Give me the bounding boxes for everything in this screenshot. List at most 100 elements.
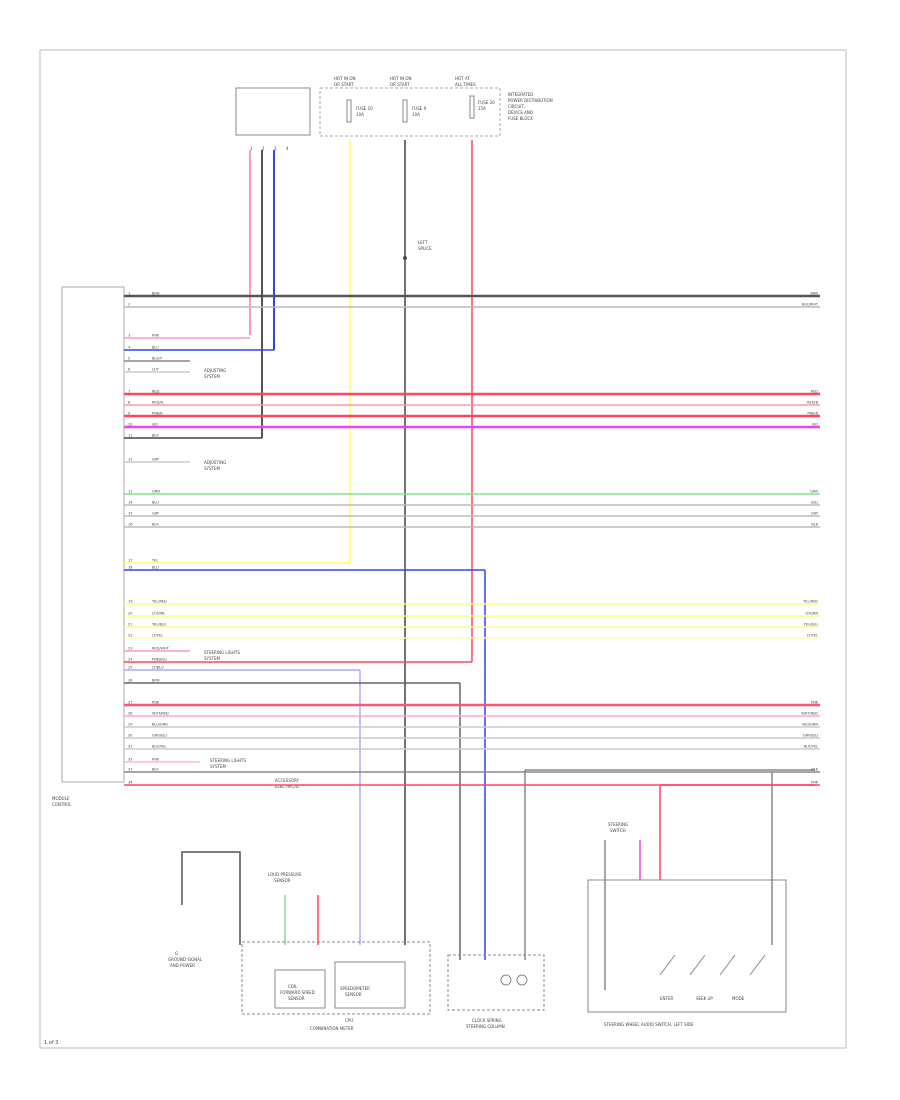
- wire-pin-r20: 20: [128, 612, 132, 616]
- steering-connector-label-1: STEERING: [608, 822, 628, 827]
- wire-right-label-r15: GRY: [811, 512, 819, 516]
- meter-sensor-box-2: [334, 961, 406, 1009]
- fuse-right-label-2: 15A: [478, 106, 486, 111]
- wire-left-label-r20: LT/GRN: [152, 612, 165, 616]
- ref-block-4-line-2: SYSTEM: [210, 764, 226, 769]
- fuse-right-header-1: HOT AT: [455, 76, 470, 81]
- ref-block-3-line-1: STEERING LIGHTS: [204, 650, 240, 655]
- ref-block-1-line-2: SYSTEM: [204, 374, 220, 379]
- wire-left-label-r03: PNK: [152, 334, 160, 338]
- ref-block-3-line-2: SYSTEM: [204, 656, 220, 661]
- wire-pin-r06: 6: [128, 368, 130, 372]
- fuse-mid-label-2: 10A: [412, 112, 420, 117]
- wire-right-label-r19: YEL/RED: [803, 600, 818, 604]
- wire-pin-r04: 4: [128, 346, 131, 350]
- splice-label-2: SPLICE: [418, 246, 432, 251]
- wire-left-label-r11: BLK: [152, 434, 159, 438]
- wire-pin-r32: 32: [128, 758, 132, 762]
- fuse-block-box: [319, 87, 501, 137]
- wire-pin-r14: 14: [128, 501, 133, 505]
- wire-pin-r15: 15: [128, 512, 132, 516]
- wire-left-label-r17: YEL: [152, 559, 158, 563]
- wire-pin-r23: 23: [128, 647, 132, 651]
- steering-switch-contact-4: [749, 954, 766, 976]
- steering-switch-label: STEERING WHEEL AUDIO SWITCH, LEFT SIDE: [604, 1022, 694, 1027]
- wire-left-label-r27: PNK: [152, 701, 160, 705]
- fuse-left-label-1: FUSE 10: [356, 106, 373, 111]
- wire-pin-r03: 3: [128, 334, 130, 338]
- meter-box1-label-1: COIL: [288, 984, 298, 989]
- ground-left-label-3: AND POWER: [170, 963, 195, 968]
- fuse-note-1: INTEGRATED: [508, 92, 533, 97]
- wire-left-label-r31: BLK/YEL: [152, 745, 166, 749]
- wire-pin-r07: 7: [128, 390, 130, 394]
- steering-switch-contact-3: [719, 954, 736, 976]
- fuse-left-label-2: 10A: [356, 112, 364, 117]
- fuse-note-4: DEVICE AND: [508, 110, 533, 115]
- control-module-label-1: MODULE: [52, 796, 70, 801]
- ref-block-5-line-2: ELECTRICAL: [275, 784, 300, 789]
- wire-right-label-r28: WHT/RED: [801, 712, 818, 716]
- wire-right-label-r34: PNK: [811, 781, 819, 785]
- wire-left-label-r06: LT/Y: [152, 368, 160, 372]
- page-label: 1 of 3: [44, 1040, 58, 1046]
- wire-right-label-r09: PNK/R: [807, 412, 818, 416]
- wire-left-label-r19: YEL/RED: [152, 600, 167, 604]
- wire-right-label-r10: VIO: [812, 423, 818, 427]
- fuse-mid-label-1: FUSE 9: [412, 106, 427, 111]
- clock-spring-coil-1: [500, 974, 512, 986]
- fuse-note-5: FUSE BLOCK: [508, 116, 533, 121]
- clock-spring-label-1: CLOCK SPRING: [472, 1018, 502, 1023]
- wire-left-label-r26: BRN: [152, 679, 160, 683]
- fuse-right-icon: [469, 95, 475, 119]
- wire-left-label-r12: GRY: [152, 458, 160, 462]
- clock-spring-label-2: STEERING COLUMN: [466, 1024, 505, 1029]
- wire-pin-r29: 29: [128, 723, 132, 727]
- clock-spring-box: [447, 954, 545, 1011]
- steering-connector-label-2: SWITCH: [610, 828, 626, 833]
- wire-left-label-r30: GRY/BLU: [152, 734, 167, 738]
- wire-left-label-r10: VIO: [152, 423, 158, 427]
- wire-right-label-r02: BLK/WHT: [802, 303, 819, 307]
- meter-box1-label-3: SENSOR: [288, 996, 305, 1001]
- steering-switch-label-2: SEEK UP: [696, 996, 713, 1001]
- ref-block-4-line-1: STEERING LIGHTS: [210, 758, 246, 763]
- fuse-note-3: CIRCUIT,: [508, 104, 525, 109]
- diagram-frame: [39, 49, 847, 1049]
- wire-right-label-r16: BLK: [811, 523, 818, 527]
- wire-left-label-r09: PNK/R: [152, 412, 163, 416]
- ref-block-1-line-1: ADJUSTING: [204, 368, 226, 373]
- wire-pin-r33: 33: [128, 768, 132, 772]
- wire-left-label-r16: BLK: [152, 523, 159, 527]
- audio-unit-pin-2: 2: [262, 146, 265, 151]
- wire-pin-r01: 1: [128, 292, 130, 296]
- wire-pin-r22: 22: [128, 634, 132, 638]
- meter-box2-label-2: SENSOR: [345, 992, 362, 997]
- fuse-right-label-1: FUSE 20: [478, 100, 495, 105]
- wire-left-label-r15: GRY: [152, 512, 160, 516]
- wire-pin-r09: 9: [128, 412, 130, 416]
- audio-unit-pin-4: 4: [286, 146, 289, 151]
- wire-pin-r18: 18: [128, 566, 132, 570]
- steering-switch-contact-1: [659, 954, 676, 976]
- ref-block-5-line-1: ACCESSORY: [275, 778, 300, 783]
- wire-pin-r25: 25: [128, 666, 132, 670]
- wire-pin-r16: 16: [128, 523, 132, 527]
- steering-switch-label-1: ENTER: [660, 996, 673, 1001]
- ground-left-wire: [181, 851, 241, 945]
- fuse-note-2: POWER DISTRIBUTION: [508, 98, 553, 103]
- combination-meter-box: [241, 941, 431, 1015]
- control-module-label-2: CONTROL: [52, 802, 72, 807]
- clock-spring-coil-2: [516, 974, 528, 986]
- wire-right-label-r07: RED: [811, 390, 819, 394]
- fuse-left-icon: [346, 99, 352, 123]
- wire-left-label-r21: YEL/BLU: [152, 623, 167, 627]
- wire-pin-r19: 19: [128, 600, 132, 604]
- wire-pin-r28: 28: [128, 712, 132, 716]
- wire-left-label-r23: RED/WHT: [152, 647, 170, 651]
- ref-block-2-line-1: ADJUSTING: [204, 460, 226, 465]
- fuse-mid-icon: [402, 99, 408, 123]
- combination-meter-label: COMBINATION METER: [310, 1026, 354, 1031]
- splice-label-1: LEFT: [418, 240, 428, 245]
